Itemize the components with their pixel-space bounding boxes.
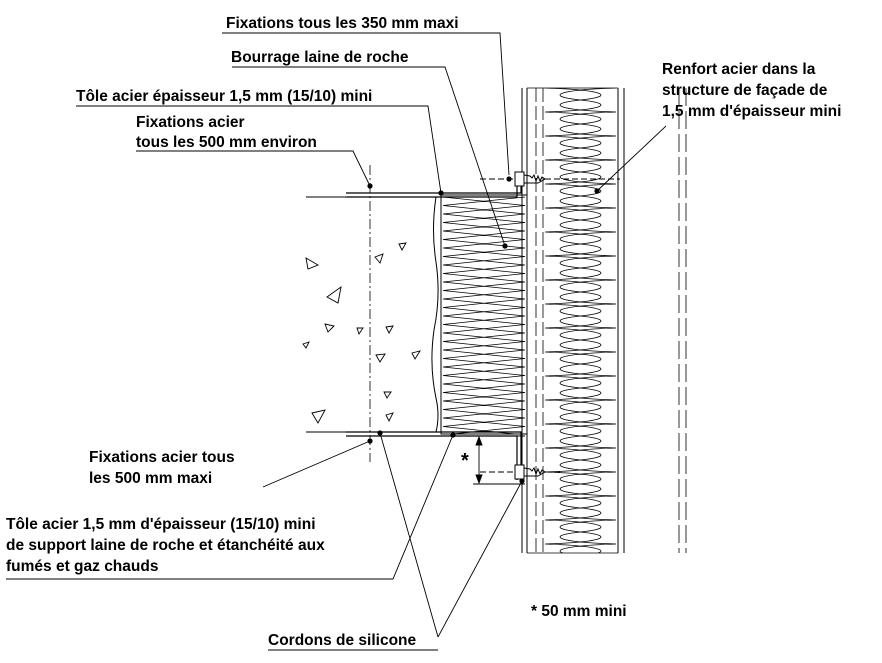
leader-renfort [596,125,667,192]
label-fixations-environ-line2: tous les 500 mm environ [136,134,317,151]
leader-fixations-maxi [262,440,371,488]
label-cordons-silicone: Cordons de silicone [268,632,417,649]
label-fixations-350mm: Fixations tous les 350 mm maxi [226,15,459,32]
annotation-labels: Fixations tous les 350 mm maxi Bourrage … [6,15,841,649]
leader-tole-bottom [6,434,454,580]
leader-fixations-350 [222,32,510,176]
label-tole-bottom-line2: de support laine de roche et étanchéité … [6,537,325,554]
label-bourrage-laine: Bourrage laine de roche [231,49,409,66]
label-fixations-maxi-line1: Fixations acier tous [89,449,235,466]
label-tole-top: Tôle acier épaisseur 1,5 mm (15/10) mini [76,88,372,105]
leader-dots [367,176,600,484]
leader-bourrage [232,66,506,247]
bottom-screw-icon [480,464,560,480]
label-asterisk: * [461,450,469,472]
bottom-steel-angle [346,431,522,480]
top-steel-angle [346,178,522,198]
label-tole-bottom-line3: fumés et gaz chauds [6,558,158,575]
label-renfort-line3: 1,5 mm d'épaisseur mini [662,103,841,120]
leader-lines [6,32,667,651]
label-renfort-line1: Renfort acier dans la [662,61,816,78]
label-renfort-line2: structure de façade de [662,82,828,99]
leader-tole-top [76,105,442,194]
concrete-slab [302,165,439,462]
leader-cordons-a [379,432,439,638]
rock-wool-packing [440,194,528,435]
facade-structure [521,87,687,554]
leader-cordons-b [437,480,523,638]
leader-fixations-env [136,150,371,187]
facade-insulation-zigzag [544,88,617,553]
label-note-50mm: * 50 mm mini [531,603,627,620]
slab-face [431,196,439,433]
label-fixations-environ-line1: Fixations acier [136,114,245,131]
label-tole-bottom-line1: Tôle acier 1,5 mm d'épaisseur (15/10) mi… [6,516,316,533]
rock-wool-zigzag [442,196,526,434]
aggregate-marks [302,242,421,424]
label-fixations-maxi-line2: les 500 mm maxi [89,470,212,487]
dimension-50mm [473,435,525,485]
